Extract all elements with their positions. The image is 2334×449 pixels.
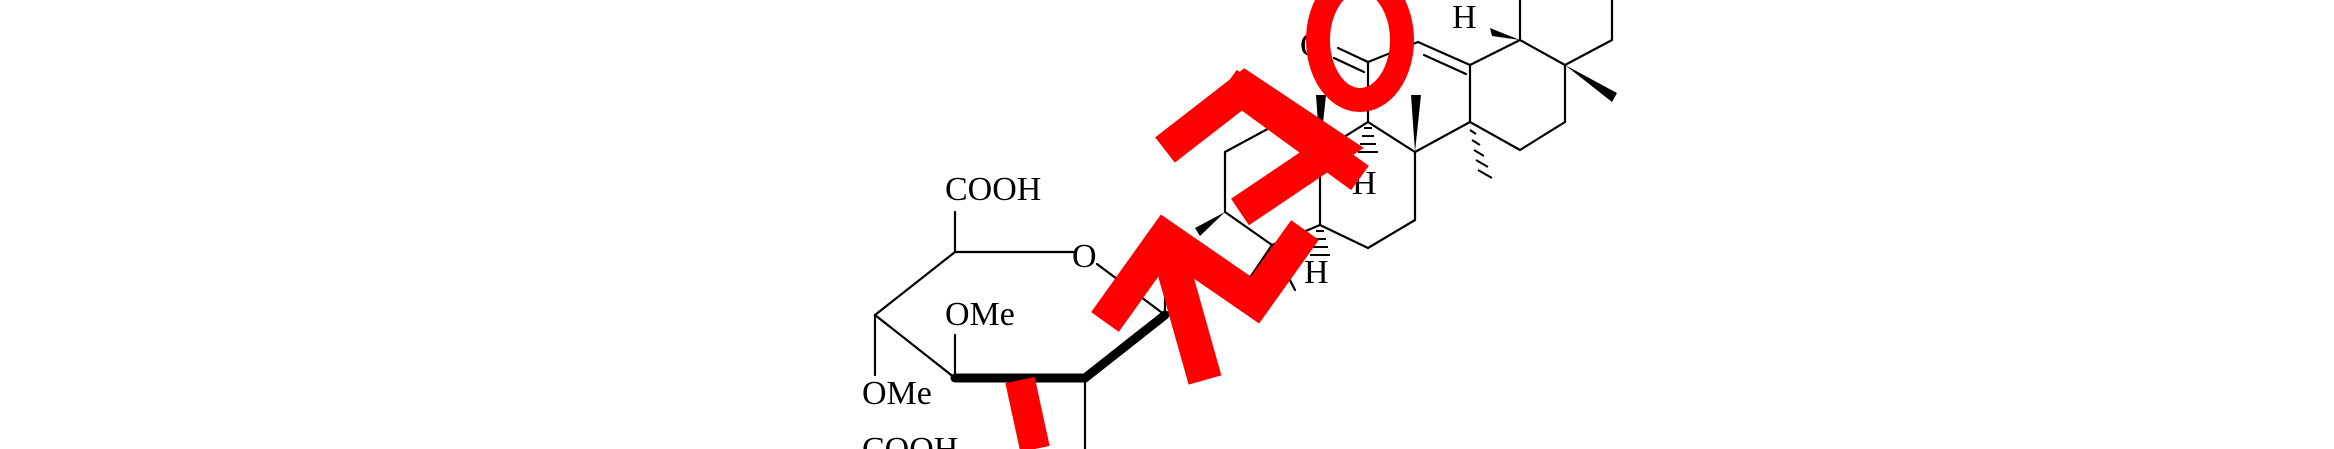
cooh-label: COOH	[862, 431, 958, 449]
watermark-letter-n	[1091, 214, 1319, 332]
watermark-stroke	[1005, 376, 1050, 449]
h-hash	[1358, 127, 1378, 153]
h-hash	[1310, 230, 1330, 256]
methoxy-label: OMe	[862, 375, 932, 412]
ring-c-double-bond	[1416, 40, 1472, 67]
hydrogen-label: H	[1452, 0, 1477, 36]
ring-e-bond	[1563, 38, 1614, 67]
c4-wedge	[1195, 212, 1225, 236]
ring-c-double-bond	[1422, 53, 1468, 76]
sugar-ring-bold-bond	[1080, 310, 1170, 383]
ring-a-bond	[1223, 123, 1277, 154]
sugar-ring-bond	[873, 250, 957, 317]
ring-a-bond	[1223, 210, 1274, 247]
ring-d-bond	[1468, 38, 1522, 67]
methyl-hash	[1469, 129, 1493, 179]
ketone-bond	[1332, 56, 1366, 74]
ring-d-bond	[1518, 38, 1567, 67]
methyl-wedge	[1411, 95, 1421, 152]
ketone-bond	[1336, 46, 1370, 64]
watermark-letter-o	[1306, 0, 1414, 112]
ring-oxygen-label: O	[1072, 238, 1097, 275]
watermark-overlay	[1005, 0, 1414, 449]
watermark-stroke	[1219, 69, 1369, 191]
skeleton-bonds	[873, 0, 1614, 449]
ring-b-bond	[1366, 218, 1417, 250]
ring-b-bond	[1318, 223, 1370, 250]
cooh-label: COOH	[945, 171, 1041, 208]
ring-c-bond	[1413, 120, 1472, 154]
ring-d-bond	[1468, 120, 1522, 152]
sugar-ring-bond	[873, 313, 957, 380]
h-wedge	[1490, 28, 1520, 40]
ring-d-bond	[1518, 120, 1567, 152]
watermark-stroke	[1148, 233, 1222, 385]
stereo-marks	[1195, 28, 1617, 256]
hydrogen-label: H	[1304, 254, 1329, 291]
methyl-wedge	[1565, 65, 1617, 102]
ring-b-bond	[1366, 120, 1417, 154]
methoxy-label: OMe	[945, 296, 1015, 333]
